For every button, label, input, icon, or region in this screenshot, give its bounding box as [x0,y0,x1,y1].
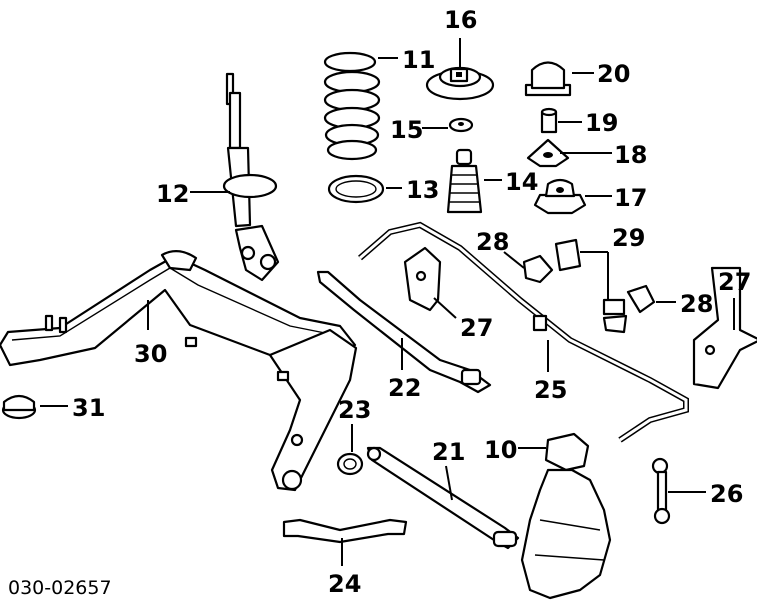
leader-lines [40,38,735,566]
callout-28-upper: 28 [476,228,509,256]
hub-knuckle [520,468,612,600]
part-16-strut-mount [425,66,495,101]
part-26-end-link [651,457,671,525]
callout-26: 26 [710,480,743,508]
callout-18: 18 [614,141,647,169]
callout-30: 30 [134,340,167,368]
part-11-coil-spring [323,51,381,161]
part-17-upper-mount [533,178,587,215]
callout-22: 22 [388,374,421,402]
callout-15: 15 [390,116,423,144]
part-29-clamp [554,238,626,316]
callout-28-lower: 28 [680,290,713,318]
part-13-spring-seat [327,174,385,204]
part-18-plate [526,138,570,168]
callout-16: 16 [444,6,477,34]
part-23-bushing [336,452,364,476]
part-24-lower-link [282,518,408,544]
callout-13: 13 [406,176,439,204]
callout-12: 12 [156,180,189,208]
drawing-code: 030-02657 [8,577,112,599]
part-15-washer [448,117,474,133]
part-19-bushing [540,107,558,134]
part-25-stabilizer-bar [358,221,689,443]
part-22-link [316,270,492,394]
part-30-crossmember [0,250,358,492]
callout-labels: 16 11 20 19 15 18 12 13 14 17 28 29 27 2… [8,6,751,599]
callout-11: 11 [402,46,435,74]
part-28-bushing-lower [602,284,656,334]
callout-14: 14 [505,168,538,196]
callout-29: 29 [612,224,645,252]
callout-27-right: 27 [718,268,751,296]
callout-21: 21 [432,438,465,466]
callout-23: 23 [338,396,371,424]
callout-27-center: 27 [460,314,493,342]
part-10-bracket [544,432,590,472]
callout-24: 24 [328,570,361,598]
callout-31: 31 [72,394,105,422]
callout-10: 10 [484,436,517,464]
callout-17: 17 [614,184,647,212]
callout-20: 20 [597,60,630,88]
part-12-strut [222,72,280,282]
part-31-mount-bushing [1,394,37,420]
callout-19: 19 [585,109,618,137]
part-28-bushing-upper [522,254,554,284]
part-27-bracket-right [692,266,757,390]
part-21-lateral-link [366,446,520,550]
part-14-dust-boot [446,148,483,214]
callout-25: 25 [534,376,567,404]
part-20-cap [524,61,572,97]
part-27-bracket-center [403,246,442,312]
